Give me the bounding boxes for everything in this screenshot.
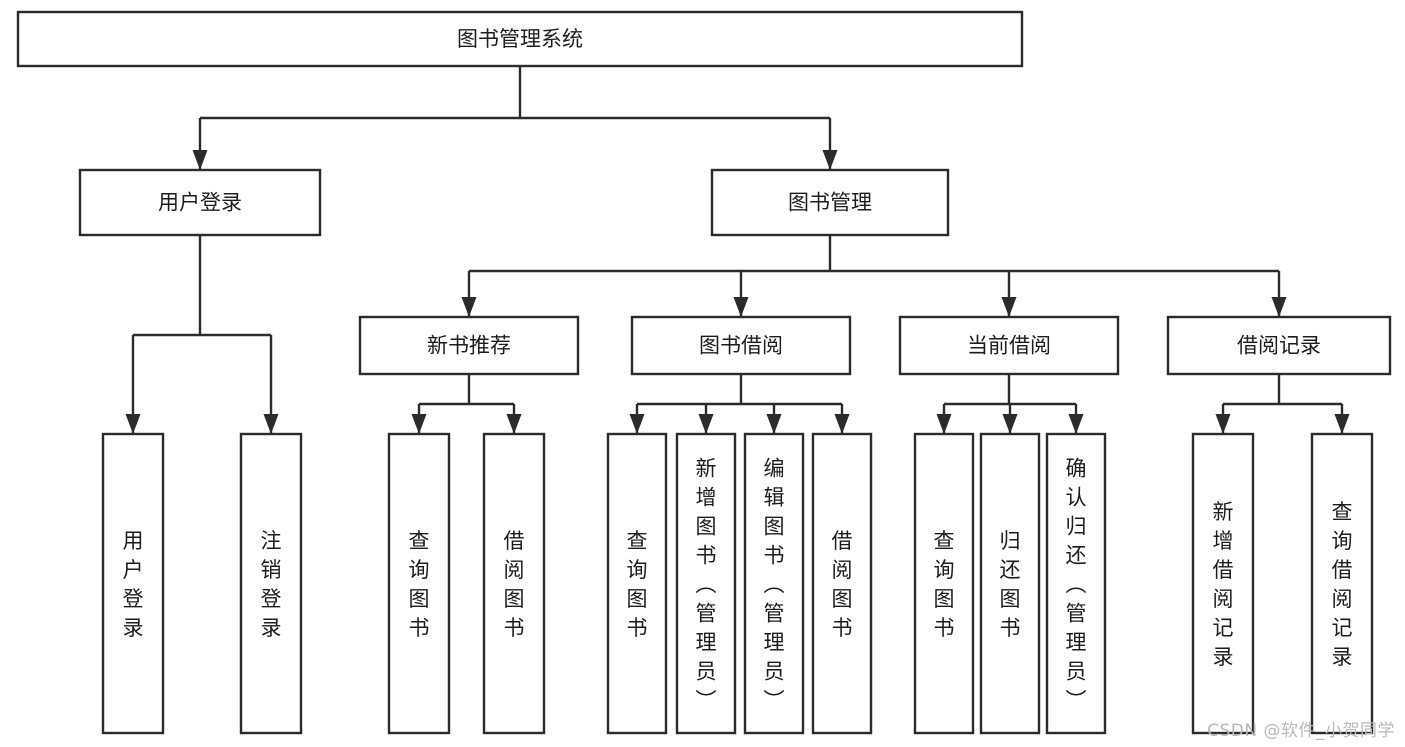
node-leaf-query-book-cb[interactable]: 查询图书 xyxy=(913,432,975,735)
node-box-leaf-confirm-return xyxy=(1045,432,1107,735)
node-leaf-user-logout[interactable]: 注销登录 xyxy=(239,432,303,735)
bookmgmt-arrow-1 xyxy=(733,297,749,317)
node-leaf-confirm-return[interactable]: 确认归还︵管理员︶ xyxy=(1045,432,1107,735)
node-label-root: 图书管理系统 xyxy=(457,27,583,51)
node-leaf-user-login[interactable]: 用户登录 xyxy=(101,432,165,735)
root-arrow-1 xyxy=(822,150,838,170)
node-box-leaf-add-book xyxy=(675,432,737,735)
node-label-leaf-borrow-book-nb: 借阅图书 xyxy=(504,529,525,640)
connectors-layer xyxy=(125,66,1350,434)
node-label-leaf-user-login: 用户登录 xyxy=(123,529,144,640)
node-book-borrow[interactable]: 图书借阅 xyxy=(630,315,852,376)
node-label-leaf-query-book-bb: 查询图书 xyxy=(627,529,648,640)
node-label-leaf-query-record: 查询借阅记录 xyxy=(1332,500,1353,669)
node-current-borrow[interactable]: 当前借阅 xyxy=(898,315,1120,376)
node-box-leaf-query-book-cb xyxy=(913,432,975,735)
bookmgmt-arrow-2 xyxy=(1001,297,1017,317)
bookmgmt-arrow-0 xyxy=(461,297,477,317)
new-book-recommend-arrow-1 xyxy=(506,414,522,434)
node-leaf-add-book[interactable]: 新增图书︵管理员︶ xyxy=(675,432,737,735)
node-label-leaf-query-book-nb: 查询图书 xyxy=(409,529,430,640)
node-box-root xyxy=(16,10,1024,68)
node-box-new-book-recommend xyxy=(358,315,580,376)
node-box-book-management xyxy=(710,168,950,237)
node-leaf-return-book[interactable]: 归还图书 xyxy=(979,432,1041,735)
node-leaf-add-record[interactable]: 新增借阅记录 xyxy=(1191,432,1255,735)
book-borrow-arrow-2 xyxy=(766,414,782,434)
node-label-borrow-records: 借阅记录 xyxy=(1237,334,1321,358)
user-login-arrow-0 xyxy=(125,414,141,434)
node-leaf-borrow-book-nb[interactable]: 借阅图书 xyxy=(482,432,546,735)
node-box-leaf-edit-book xyxy=(743,432,805,735)
node-label-current-borrow: 当前借阅 xyxy=(967,334,1051,358)
node-box-book-borrow xyxy=(630,315,852,376)
node-box-leaf-query-book-bb xyxy=(606,432,668,735)
node-label-new-book-recommend: 新书推荐 xyxy=(427,334,511,358)
borrow-records-arrow-1 xyxy=(1334,414,1350,434)
node-label-leaf-add-record: 新增借阅记录 xyxy=(1213,500,1234,669)
node-label-leaf-user-logout: 注销登录 xyxy=(261,529,282,640)
node-label-leaf-confirm-return: 确认归还︵管理员︶ xyxy=(1066,457,1087,713)
new-book-recommend-arrow-0 xyxy=(411,414,427,434)
node-borrow-records[interactable]: 借阅记录 xyxy=(1166,315,1392,376)
root-arrow-0 xyxy=(192,150,208,170)
node-book-management[interactable]: 图书管理 xyxy=(710,168,950,237)
node-box-current-borrow xyxy=(898,315,1120,376)
current-borrow-arrow-0 xyxy=(936,414,952,434)
node-root[interactable]: 图书管理系统 xyxy=(16,10,1024,68)
node-label-leaf-return-book: 归还图书 xyxy=(1000,529,1021,640)
node-box-user-login xyxy=(78,168,322,237)
node-leaf-borrow-book-bb[interactable]: 借阅图书 xyxy=(811,432,873,735)
node-new-book-recommend[interactable]: 新书推荐 xyxy=(358,315,580,376)
book-borrow-arrow-0 xyxy=(629,414,645,434)
node-box-leaf-borrow-book-nb xyxy=(482,432,546,735)
node-label-book-management: 图书管理 xyxy=(788,191,872,215)
node-box-borrow-records xyxy=(1166,315,1392,376)
node-label-leaf-add-book: 新增图书︵管理员︶ xyxy=(696,457,717,713)
node-leaf-query-book-nb[interactable]: 查询图书 xyxy=(387,432,451,735)
node-box-leaf-query-record xyxy=(1310,432,1374,735)
node-label-leaf-borrow-book-bb: 借阅图书 xyxy=(832,529,853,640)
node-label-leaf-query-book-cb: 查询图书 xyxy=(934,529,955,640)
bookmgmt-arrow-3 xyxy=(1271,297,1287,317)
nodes-layer: 图书管理系统用户登录图书管理新书推荐图书借阅当前借阅借阅记录用户登录注销登录查询… xyxy=(16,10,1392,735)
current-borrow-arrow-1 xyxy=(1002,414,1018,434)
node-leaf-query-book-bb[interactable]: 查询图书 xyxy=(606,432,668,735)
borrow-records-arrow-0 xyxy=(1215,414,1231,434)
book-borrow-arrow-1 xyxy=(698,414,714,434)
node-user-login[interactable]: 用户登录 xyxy=(78,168,322,237)
node-leaf-query-record[interactable]: 查询借阅记录 xyxy=(1310,432,1374,735)
book-borrow-arrow-3 xyxy=(834,414,850,434)
node-box-leaf-user-login xyxy=(101,432,165,735)
node-label-book-borrow: 图书借阅 xyxy=(699,334,783,358)
node-label-user-login: 用户登录 xyxy=(158,191,242,215)
node-leaf-edit-book[interactable]: 编辑图书︵管理员︶ xyxy=(743,432,805,735)
node-box-leaf-return-book xyxy=(979,432,1041,735)
node-label-leaf-edit-book: 编辑图书︵管理员︶ xyxy=(764,457,785,713)
node-box-leaf-user-logout xyxy=(239,432,303,735)
node-box-leaf-borrow-book-bb xyxy=(811,432,873,735)
node-box-leaf-add-record xyxy=(1191,432,1255,735)
user-login-arrow-1 xyxy=(263,414,279,434)
current-borrow-arrow-2 xyxy=(1068,414,1084,434)
node-box-leaf-query-book-nb xyxy=(387,432,451,735)
